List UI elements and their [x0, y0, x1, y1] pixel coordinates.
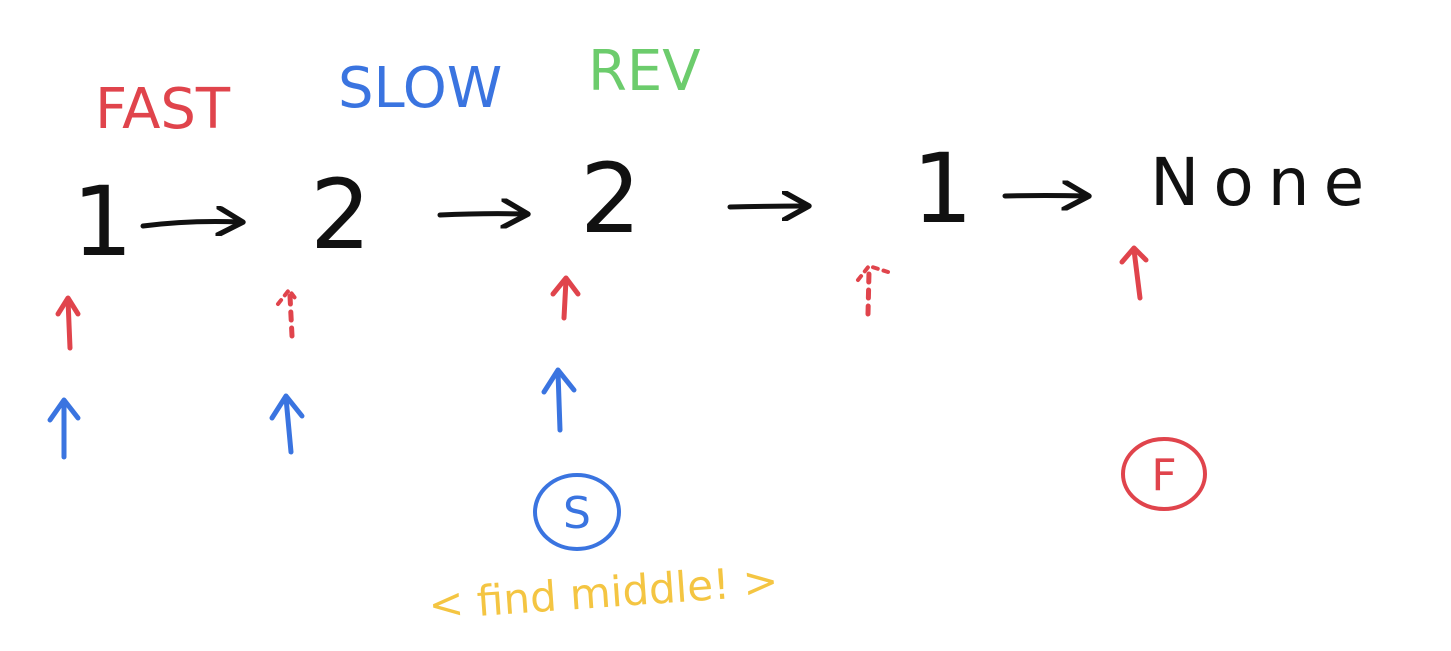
- slow-pointer-arrow-1: [47, 397, 81, 460]
- fast-pointer-final-marker: F: [1121, 437, 1207, 511]
- legend-rev: REV: [588, 39, 701, 104]
- link-arrow-1: [140, 222, 240, 227]
- slow-pointer-arrow-2: [269, 393, 305, 455]
- fast-pointer-arrow-2-dashed: [276, 288, 300, 339]
- slow-pointer-final-marker: S: [533, 473, 621, 551]
- node-4: 1: [912, 133, 973, 245]
- node-3: 2: [580, 143, 641, 255]
- fast-pointer-arrow-5: [1119, 245, 1149, 301]
- fast-pointer-arrow-1: [55, 295, 81, 351]
- legend-slow: SLOW: [338, 56, 502, 121]
- fast-pointer-arrow-4-dashed: [856, 264, 890, 317]
- slow-pointer-arrow-3: [541, 367, 577, 433]
- link-arrow-4: [1002, 196, 1086, 197]
- link-arrow-3: [727, 206, 806, 207]
- fast-pointer-arrow-3: [550, 275, 581, 321]
- legend-fast: FAST: [95, 77, 231, 142]
- link-arrow-2: [437, 214, 525, 215]
- find-middle-note: < find middle! >: [427, 556, 780, 629]
- node-terminal-none: None: [1150, 144, 1378, 221]
- node-1: 1: [72, 166, 133, 278]
- fast-pointer-label: F: [1151, 450, 1176, 501]
- slow-pointer-label: S: [563, 488, 591, 539]
- node-2: 2: [310, 159, 371, 271]
